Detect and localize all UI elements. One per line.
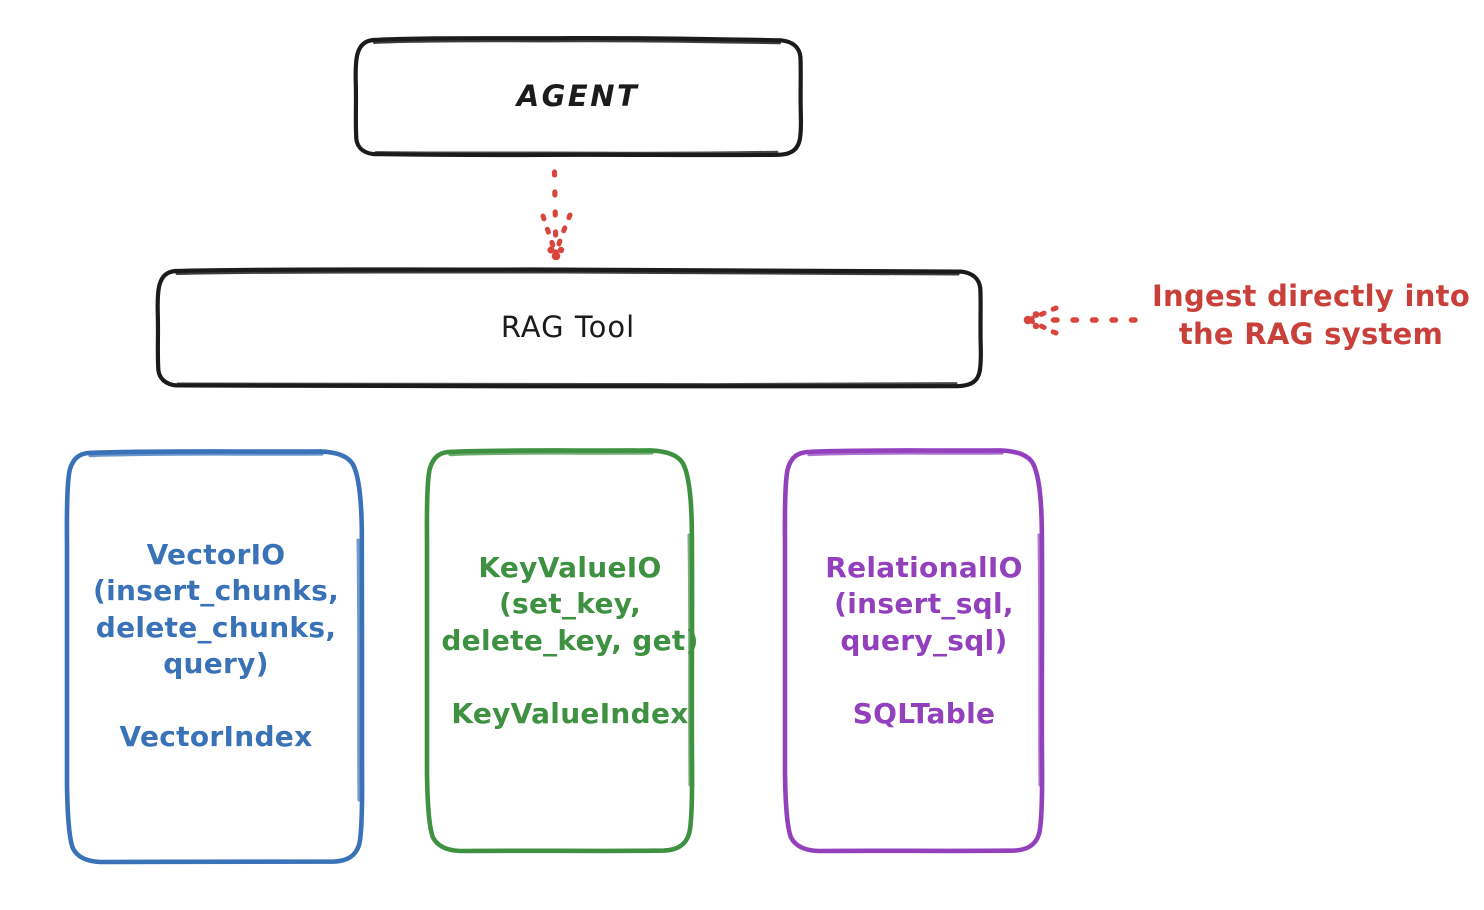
vector-io-node[interactable]: VectorIO (insert_chunks, delete_chunks, … [68, 450, 364, 864]
key-value-io-label: KeyValueIO (set_key, delete_key, get) Ke… [441, 551, 699, 730]
ingest-annotation-label: Ingest directly into the RAG system [1151, 279, 1471, 351]
vector-io-label: VectorIO (insert_chunks, delete_chunks, … [93, 538, 339, 753]
rag-tool-node[interactable]: RAG Tool [156, 269, 980, 386]
rag-tool-label: RAG Tool [500, 309, 636, 344]
ingest-to-rag-dotted-arrow [1023, 305, 1138, 336]
agent-label: AGENT [516, 79, 640, 114]
agent-to-rag-dotted-arrow [540, 169, 573, 261]
agent-node[interactable]: AGENT [355, 38, 801, 156]
relational-io-node[interactable]: RelationalIO (insert_sql, query_sql) SQL… [787, 449, 1061, 857]
key-value-io-node[interactable]: KeyValueIO (set_key, delete_key, get) Ke… [428, 449, 712, 857]
relational-io-label: RelationalIO (insert_sql, query_sql) SQL… [825, 551, 1023, 730]
